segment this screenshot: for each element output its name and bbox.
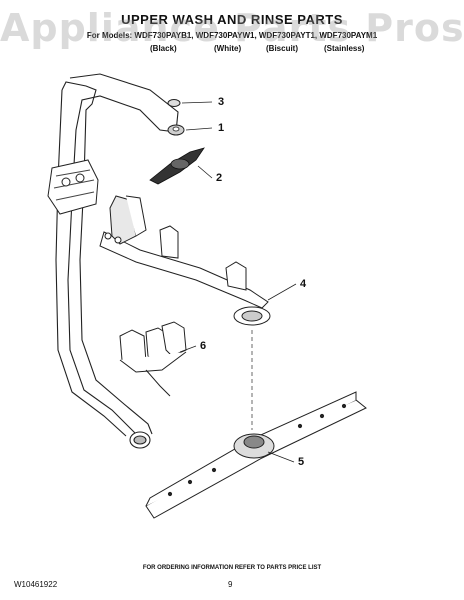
part-4-manifold <box>99 195 297 326</box>
part-6-clip <box>119 321 197 397</box>
callout-5: 5 <box>298 456 305 468</box>
page-title: UPPER WASH AND RINSE PARTS <box>121 12 343 27</box>
models-line: For Models: WDF730PAYB1, WDF730PAYW1, WD… <box>86 31 378 40</box>
callout-6: 6 <box>200 340 207 352</box>
page-number: 9 <box>228 580 233 589</box>
color-white: (White) <box>214 44 242 53</box>
part-1-nut <box>167 124 213 136</box>
ordering-note: FOR ORDERING INFORMATION REFER TO PARTS … <box>142 565 322 571</box>
callout-4: 4 <box>300 278 307 290</box>
callout-2: 2 <box>216 172 223 184</box>
part-2-spray-arm <box>149 147 213 185</box>
tube-bracket <box>47 159 99 215</box>
document-number: W10461922 <box>14 580 58 589</box>
color-variants: (Black) (White) (Biscuit) (Stainless) <box>0 44 464 56</box>
callout-1: 1 <box>218 122 225 134</box>
color-black: (Black) <box>150 44 177 53</box>
part-5-spray-arm <box>145 391 367 519</box>
callout-3: 3 <box>218 96 225 108</box>
color-stainless: (Stainless) <box>324 44 365 53</box>
color-biscuit: (Biscuit) <box>266 44 298 53</box>
part-3-cap <box>167 99 213 107</box>
